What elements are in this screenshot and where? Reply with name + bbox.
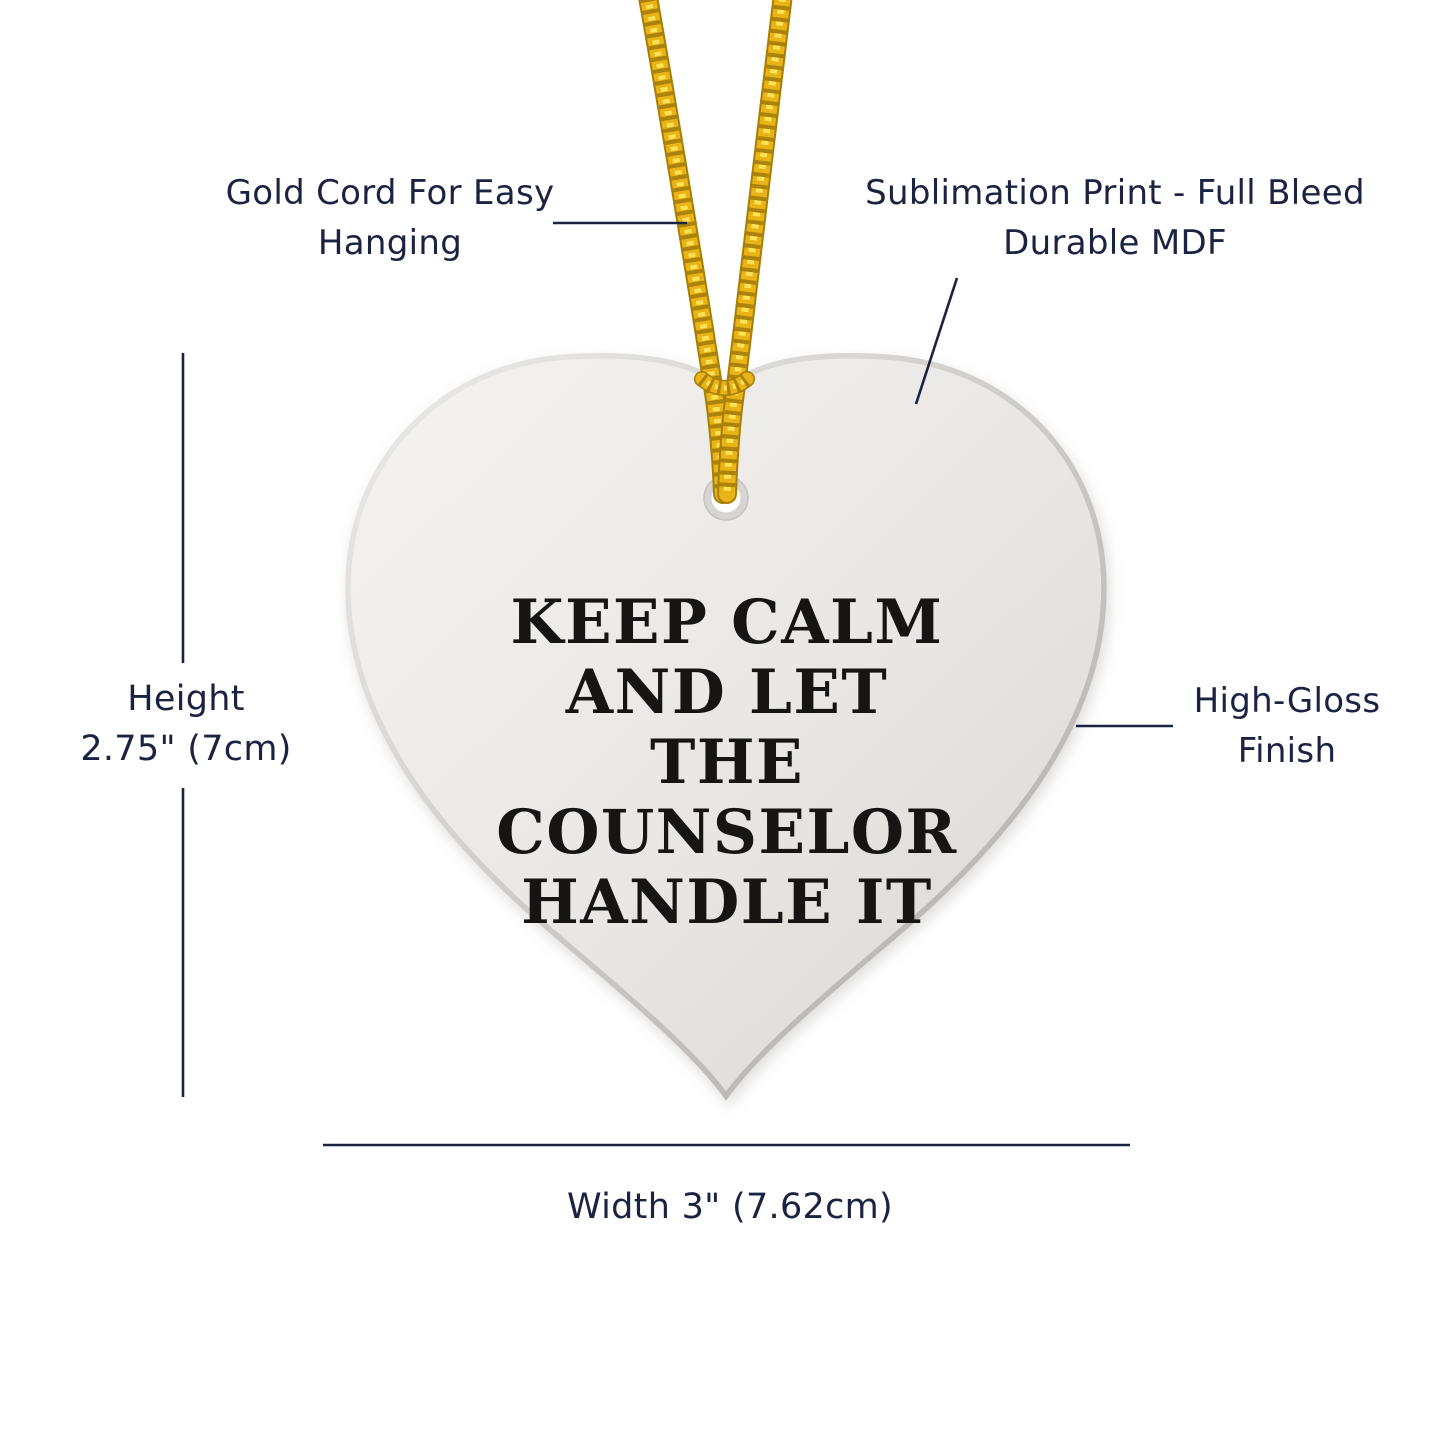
height-label: Height 2.75" (7cm)	[80, 679, 292, 769]
gold-cord	[638, 0, 793, 504]
gold-cord-knot-wrap	[694, 371, 755, 396]
width-label: Width 3" (7.62cm)	[567, 1187, 893, 1227]
high-gloss-label: High-Gloss Finish	[1193, 681, 1381, 771]
sublimation-leader-line	[914, 277, 959, 405]
sublimation-label: Sublimation Print - Full Bleed Durable M…	[865, 173, 1365, 263]
annotation-lines	[181, 221, 1173, 1147]
ornament-quote-text: KEEP CALM AND LET THE COUNSELOR HANDLE I…	[496, 587, 958, 938]
gold-cord-right-strand	[717, 0, 793, 504]
heart-ornament-shape	[345, 353, 1107, 1101]
gold-cord-label: Gold Cord For Easy Hanging	[225, 173, 555, 263]
